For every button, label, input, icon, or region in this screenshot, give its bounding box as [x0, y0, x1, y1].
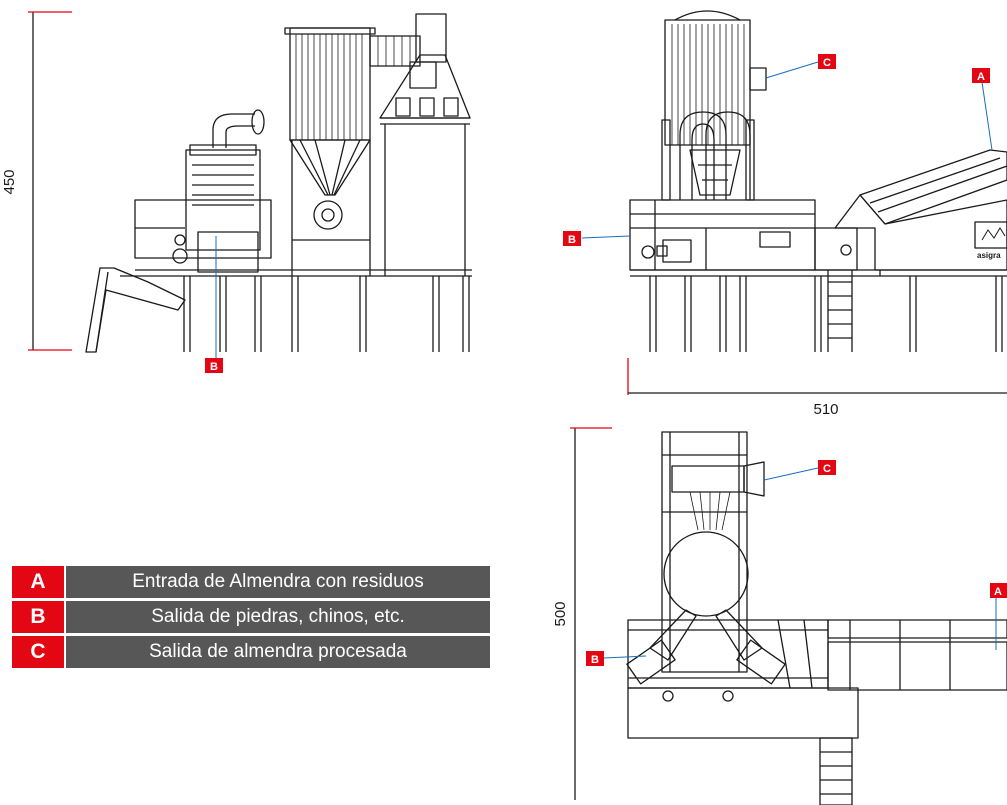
callout-c-front: C: [818, 54, 836, 69]
side-elevation-view: [28, 11, 472, 358]
legend-key-a: A: [12, 566, 64, 598]
dimension-width-label: 510: [813, 401, 838, 418]
dimension-depth-label: 500: [552, 601, 569, 626]
dimension-height-label: 450: [1, 169, 18, 194]
callout-b-front: B: [563, 231, 581, 246]
callout-a-front: A: [972, 68, 990, 83]
legend-text-c: Salida de almendra procesada: [66, 636, 490, 668]
callout-c-plan: C: [818, 460, 836, 475]
svg-text:C: C: [823, 57, 831, 69]
legend-key-c: C: [12, 636, 64, 668]
plan-view: [570, 427, 1007, 805]
svg-text:C: C: [823, 463, 831, 475]
legend-row-c: C Salida de almendra procesada: [12, 636, 490, 668]
legend-text-a: Entrada de Almendra con residuos: [66, 566, 490, 598]
legend-row-b: B Salida de piedras, chinos, etc.: [12, 601, 490, 633]
svg-text:B: B: [210, 361, 218, 373]
svg-text:asigra: asigra: [977, 251, 1001, 260]
legend-text-b: Salida de piedras, chinos, etc.: [66, 601, 490, 633]
legend-row-a: A Entrada de Almendra con residuos: [12, 566, 490, 598]
brand-logo: asigra: [977, 227, 1006, 260]
legend-table: A Entrada de Almendra con residuos B Sal…: [12, 563, 490, 671]
front-elevation-view: [581, 10, 1007, 395]
svg-text:B: B: [591, 654, 599, 666]
svg-text:A: A: [994, 586, 1002, 598]
callout-a-plan: A: [990, 583, 1007, 598]
callout-b-left: B: [205, 358, 223, 373]
svg-text:B: B: [568, 234, 576, 246]
callout-b-plan: B: [586, 651, 604, 666]
svg-text:A: A: [977, 71, 985, 83]
legend-key-b: B: [12, 601, 64, 633]
